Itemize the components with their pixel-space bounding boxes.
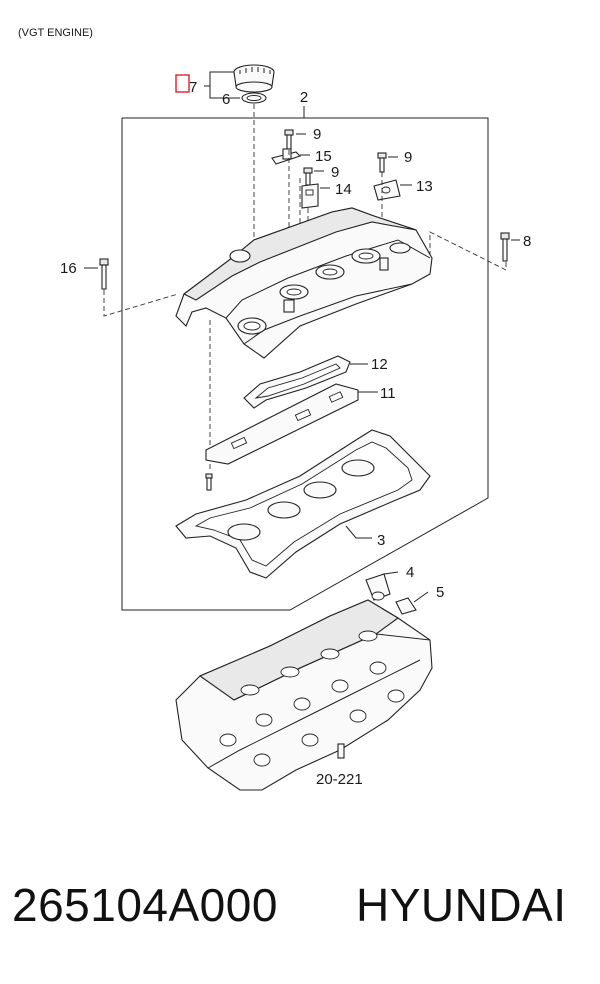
callout-8: 8: [523, 233, 531, 250]
brand-name: HYUNDAI: [356, 879, 567, 931]
oil-cap-seal: [241, 92, 267, 104]
plug-5: [395, 597, 417, 615]
oil-filler-cap: [233, 64, 275, 93]
bolt-9-mid: [303, 167, 313, 186]
callout-15: 15: [315, 148, 332, 165]
reference-label: 20-221: [316, 771, 363, 788]
assembly-frame: [121, 117, 489, 611]
callout-5: 5: [436, 584, 444, 601]
callout-16: 16: [60, 260, 77, 277]
baffle-plate-11: [205, 383, 359, 465]
bolt-9-right: [377, 152, 387, 173]
callout-7: 7: [189, 79, 197, 96]
bolt-small: [205, 473, 213, 491]
cylinder-head-cover: [175, 207, 433, 359]
leader-4: [383, 571, 399, 575]
bolt-16: [99, 258, 109, 290]
callout-14: 14: [335, 181, 352, 198]
gasket-12: [243, 355, 351, 409]
part-number: 265104A000: [12, 879, 278, 931]
head-cover-gasket-3: [175, 429, 431, 579]
leader-3: [345, 525, 372, 539]
bracket-13: [373, 179, 401, 201]
highlight-marker: [175, 74, 190, 93]
leader-7: [204, 71, 240, 99]
footer: 265104A000 HYUNDAI: [0, 878, 600, 948]
callout-4: 4: [406, 564, 414, 581]
cylinder-head: [175, 599, 433, 791]
bolt-9-top: [284, 129, 294, 150]
seal-4: [365, 573, 391, 601]
callout-11: 11: [380, 385, 396, 402]
callout-6: 6: [222, 91, 230, 108]
callout-9-right: 9: [404, 149, 412, 166]
bracket-15: [271, 148, 302, 165]
bracket-14: [301, 183, 319, 209]
callout-9-mid: 9: [331, 164, 339, 181]
callout-9-top: 9: [313, 126, 321, 143]
callout-12: 12: [371, 356, 388, 373]
engine-note: (VGT ENGINE): [18, 27, 93, 39]
bolt-8: [500, 232, 510, 262]
callout-13: 13: [416, 178, 433, 195]
leader-5: [413, 591, 429, 603]
callout-3: 3: [377, 532, 385, 549]
callout-2: 2: [300, 89, 308, 106]
